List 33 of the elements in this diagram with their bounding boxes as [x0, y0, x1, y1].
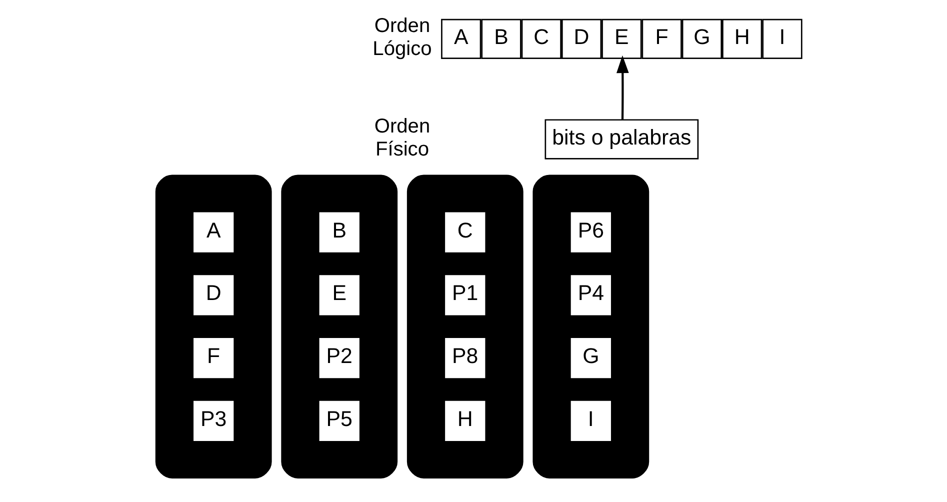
node-box: H	[722, 18, 762, 59]
node-box: P3	[194, 400, 234, 441]
node-box: P6	[570, 212, 611, 252]
cluster	[155, 174, 272, 478]
node-box: I	[570, 400, 611, 441]
node-box: A	[441, 18, 482, 59]
node-box: H	[445, 400, 486, 441]
label: Orden Lógico	[372, 15, 432, 60]
node-box: F	[194, 338, 234, 378]
node-box: F	[642, 18, 682, 59]
node-box: I	[762, 18, 802, 59]
node-box: C	[521, 18, 562, 59]
cluster	[281, 174, 398, 478]
node-box: G	[570, 338, 611, 378]
node-box: C	[445, 212, 486, 252]
arrow	[616, 55, 629, 120]
node-box: A	[194, 212, 234, 252]
node-box: D	[561, 18, 602, 59]
node-box: P8	[445, 338, 486, 378]
node-box: G	[682, 18, 722, 59]
node-box: E	[319, 275, 360, 316]
label: Orden Físico	[374, 116, 430, 160]
node-box: B	[481, 18, 522, 59]
node-box: P4	[570, 275, 611, 316]
node-box: bits o palabras	[544, 119, 699, 160]
cluster	[532, 174, 650, 478]
cluster	[406, 174, 524, 478]
node-box: D	[194, 275, 234, 316]
node-box: E	[602, 18, 642, 59]
node-box: P2	[319, 338, 360, 378]
node-box: B	[319, 212, 360, 252]
node-box: P1	[445, 275, 486, 316]
node-box: P5	[319, 400, 360, 441]
